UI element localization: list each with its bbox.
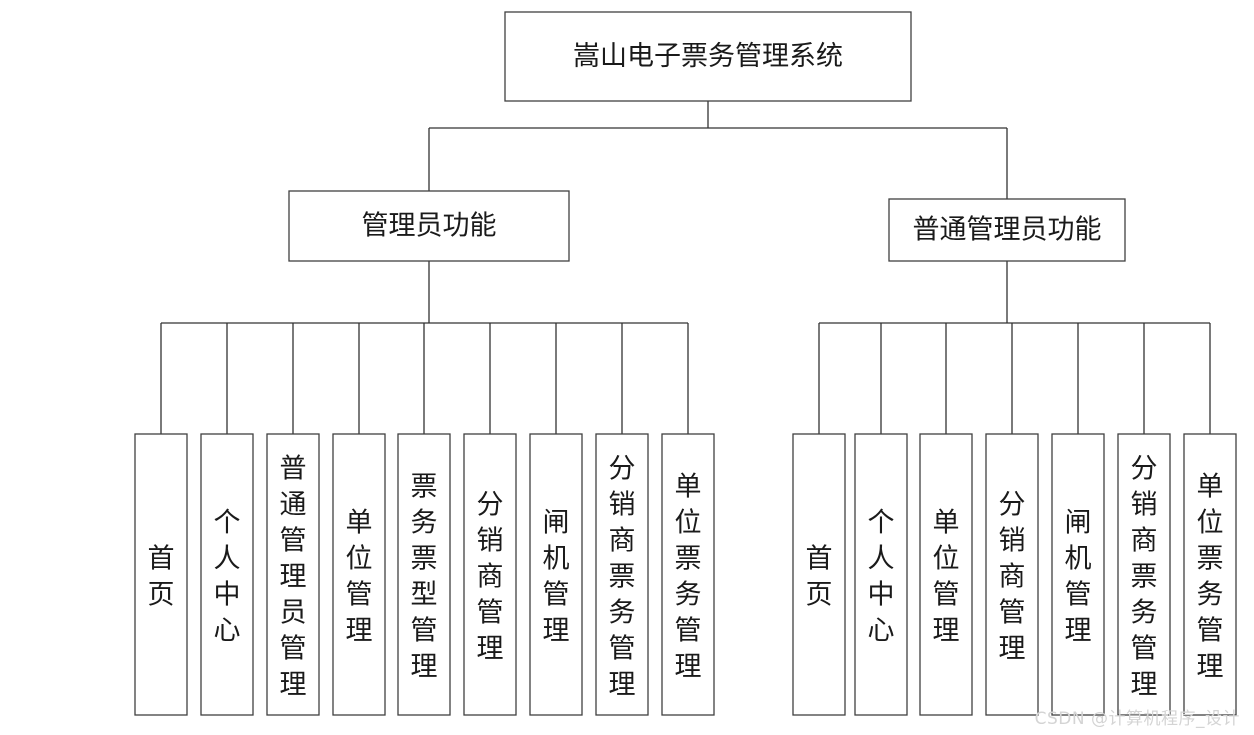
branch-box-0: 管理员功能 <box>288 190 570 262</box>
leaf-box-0-5: 分销商管理 <box>463 433 517 716</box>
watermark: CSDN @计算机程序_设计 <box>1034 709 1240 729</box>
leaf-box-0-5-frame <box>463 433 517 716</box>
leaf-box-0-0-label: 首页 <box>148 543 175 610</box>
leaf-box-0-3: 单位管理 <box>332 433 386 716</box>
leaf-box-1-1-frame <box>854 433 908 716</box>
leaf-box-0-6-label: 闸机管理 <box>543 507 570 646</box>
leaf-box-0-8-label: 单位票务管理 <box>675 471 702 682</box>
leaf-box-0-3-label: 单位管理 <box>346 507 373 646</box>
leaf-box-0-7: 分销商票务管理 <box>595 433 649 716</box>
leaf-box-0-0: 首页 <box>134 433 188 716</box>
leaf-box-1-5-frame <box>1117 433 1171 716</box>
leaf-box-1-1-label: 个人中心 <box>868 507 895 646</box>
leaf-box-0-6-frame <box>529 433 583 716</box>
branch-box-1-frame <box>888 198 1126 262</box>
branch-box-0-label: 管理员功能 <box>362 211 497 242</box>
leaf-box-0-7-frame <box>595 433 649 716</box>
branch-box-0-frame <box>288 190 570 262</box>
leaf-box-1-3-frame <box>985 433 1039 716</box>
leaf-box-1-3-label: 分销商管理 <box>999 489 1026 664</box>
leaf-box-1-3: 分销商管理 <box>985 433 1039 716</box>
connectors <box>160 101 1211 434</box>
branch-box-1: 普通管理员功能 <box>888 198 1126 262</box>
branch-box-1-label: 普通管理员功能 <box>913 215 1102 246</box>
leaf-box-0-4: 票务票型管理 <box>397 433 451 716</box>
leaf-box-1-6-frame <box>1183 433 1237 716</box>
leaf-box-1-6-label: 单位票务管理 <box>1197 471 1224 682</box>
leaf-box-0-1: 个人中心 <box>200 433 254 716</box>
leaf-box-1-0: 首页 <box>792 433 846 716</box>
leaf-box-0-2-frame <box>266 433 320 716</box>
root-box-label: 嵩山电子票务管理系统 <box>573 41 843 72</box>
leaf-box-0-8-frame <box>661 433 715 716</box>
root-box-frame <box>504 11 912 102</box>
leaf-box-0-0-frame <box>134 433 188 716</box>
leaf-box-1-4: 闸机管理 <box>1051 433 1105 716</box>
leaf-box-1-0-frame <box>792 433 846 716</box>
leaf-box-0-4-frame <box>397 433 451 716</box>
leaf-box-1-5-label: 分销商票务管理 <box>1131 453 1158 700</box>
leaf-box-0-6: 闸机管理 <box>529 433 583 716</box>
leaf-box-0-4-label: 票务票型管理 <box>411 471 438 682</box>
leaf-box-0-7-label: 分销商票务管理 <box>609 453 636 700</box>
leaf-box-1-4-label: 闸机管理 <box>1065 507 1092 646</box>
leaf-box-0-5-label: 分销商管理 <box>477 489 504 664</box>
leaf-box-1-5: 分销商票务管理 <box>1117 433 1171 716</box>
leaf-box-0-1-frame <box>200 433 254 716</box>
root-box: 嵩山电子票务管理系统 <box>504 11 912 102</box>
leaf-box-1-2-frame <box>919 433 973 716</box>
leaf-box-0-2-label: 普通管理员管理 <box>280 453 307 700</box>
leaf-box-1-2-label: 单位管理 <box>933 507 960 646</box>
leaf-box-0-2: 普通管理员管理 <box>266 433 320 716</box>
leaf-box-1-1: 个人中心 <box>854 433 908 716</box>
leaf-box-1-4-frame <box>1051 433 1105 716</box>
leaf-box-0-1-label: 个人中心 <box>214 507 241 646</box>
leaf-box-1-2: 单位管理 <box>919 433 973 716</box>
leaf-box-0-3-frame <box>332 433 386 716</box>
leaf-box-1-6: 单位票务管理 <box>1183 433 1237 716</box>
leaf-box-1-0-label: 首页 <box>806 543 833 610</box>
leaf-box-0-8: 单位票务管理 <box>661 433 715 716</box>
